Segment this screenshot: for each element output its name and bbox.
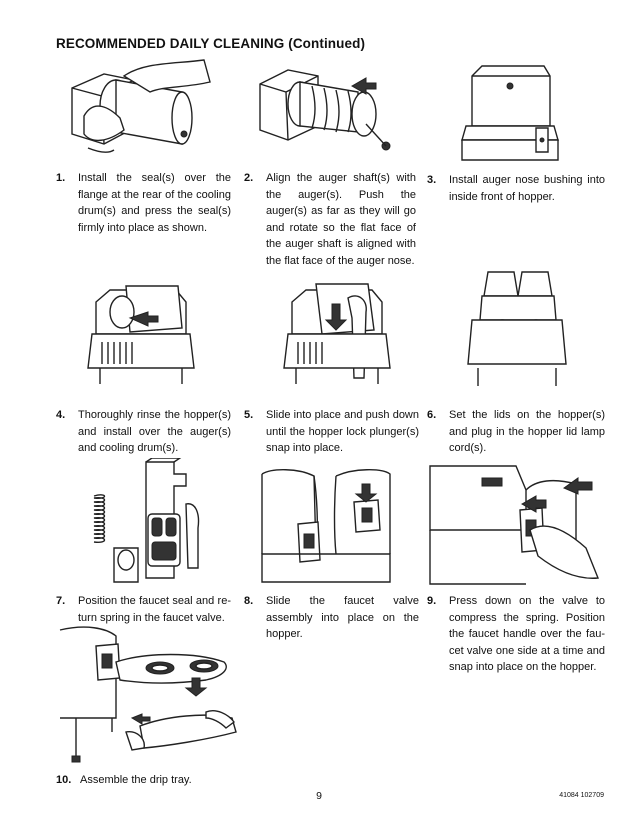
- illustration-nose-bushing: [458, 56, 568, 164]
- step-number: 2.: [244, 172, 254, 184]
- illustration-set-lids: [462, 268, 572, 390]
- step-text: Thoroughly rinse the hopper(s) and insta…: [78, 409, 231, 455]
- step-number: 6.: [427, 409, 437, 421]
- step-number: 7.: [56, 595, 66, 607]
- step-text: Install auger nose bushing into inside f…: [449, 174, 605, 203]
- step-number: 4.: [56, 409, 66, 421]
- step-number: 8.: [244, 595, 254, 607]
- step-text: Align the auger shaft(s) with the auger(…: [266, 172, 416, 267]
- illustration-press-valve: [426, 460, 602, 588]
- illustration-install-seal: [64, 58, 214, 160]
- illustration-rinse-hopper: [86, 278, 206, 390]
- step-text: Slide into place and push down until the…: [266, 409, 419, 455]
- step-text: Slide the faucet valve assembly into pla…: [266, 595, 419, 641]
- step-number: 10.: [56, 774, 72, 786]
- illustration-slide-hopper: [282, 278, 398, 388]
- page-title: RECOMMENDED DAILY CLEANING (Continued): [56, 36, 366, 51]
- step-text: Install the seal(s) over the flange at t…: [78, 172, 231, 234]
- step-text: Set the lids on the hopper(s) and plug i…: [449, 409, 605, 455]
- illustration-slide-faucet: [258, 464, 394, 588]
- document-number: 41084 102709: [559, 792, 604, 799]
- step-text: Position the faucet seal and re-turn spr…: [78, 595, 231, 624]
- illustration-align-auger: [254, 58, 414, 164]
- spring-icon: [93, 494, 106, 544]
- page-number: 9: [316, 790, 322, 802]
- step-number: 3.: [427, 174, 437, 186]
- illustration-faucet-seal: [90, 458, 214, 588]
- step-number: 1.: [56, 172, 66, 184]
- illustration-drip-tray: [56, 622, 246, 766]
- step-text: Press down on the valve to compress the …: [449, 595, 605, 674]
- step-number: 5.: [244, 409, 254, 421]
- step-text: Assemble the drip tray.: [80, 774, 192, 786]
- step-number: 9.: [427, 595, 437, 607]
